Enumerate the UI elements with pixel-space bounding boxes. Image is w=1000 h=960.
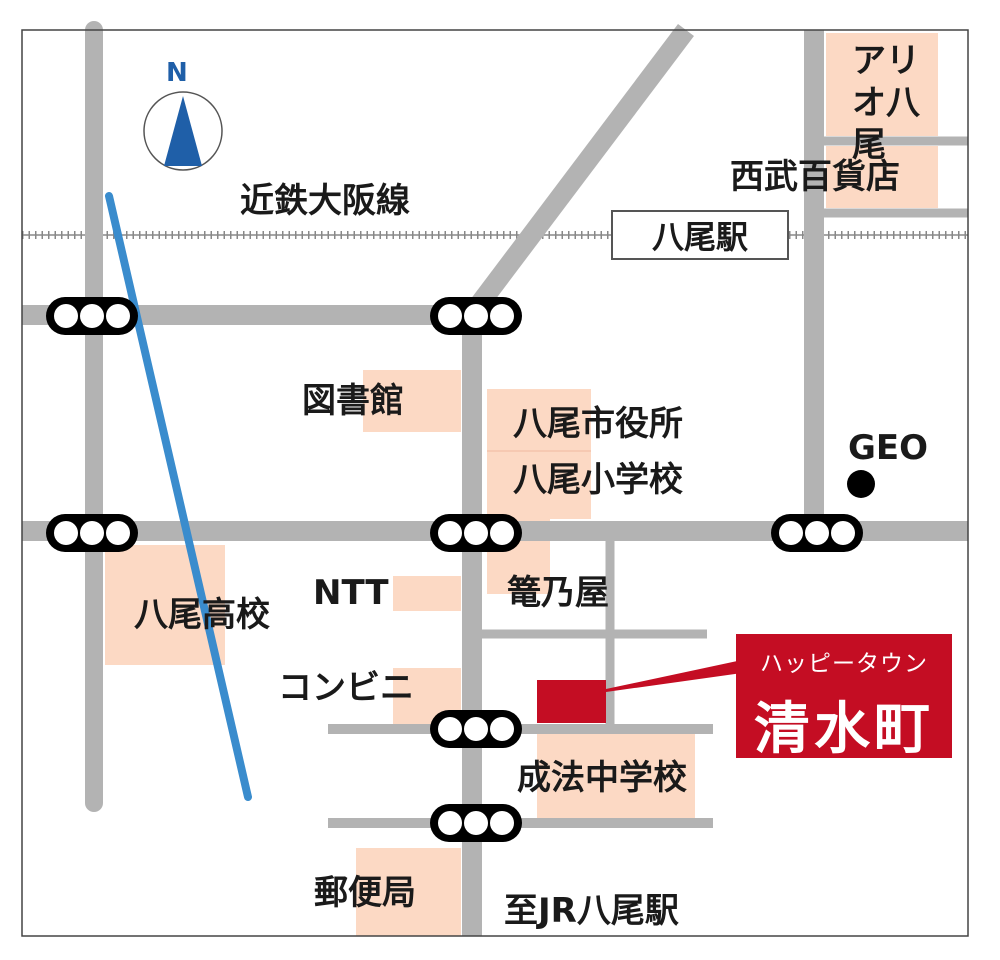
junior-high-block	[537, 732, 695, 818]
destination-title: 清水町	[754, 697, 934, 762]
callout-pointer	[606, 660, 742, 692]
high-school-label: 八尾高校	[134, 595, 270, 635]
railway-label: 近鉄大阪線	[240, 181, 410, 221]
traffic-signal-icon	[430, 297, 522, 335]
traffic-signal-icon	[46, 297, 138, 335]
location-dot-icon	[847, 470, 875, 498]
seibu-label: 西武百貨店	[730, 157, 900, 197]
city-hall-block	[487, 389, 591, 519]
post-office-block	[356, 848, 461, 936]
library-label: 図書館	[302, 381, 404, 421]
elementary-label: 八尾小学校	[513, 460, 683, 500]
traffic-signal-icon	[430, 710, 522, 748]
ario-block	[826, 33, 938, 136]
city-hall-label: 八尾市役所	[513, 404, 683, 444]
north-arrow-icon	[143, 91, 223, 171]
ario-label: アリオ八尾	[852, 41, 920, 165]
traffic-signal-icon	[430, 514, 522, 552]
library-block	[363, 370, 461, 432]
ntt-label: NTT	[313, 573, 389, 613]
junior-high-label: 成法中学校	[517, 758, 687, 798]
ntt-block	[393, 576, 461, 611]
destination-subtitle: ハッピータウン	[760, 651, 928, 677]
seibu-block	[826, 146, 938, 208]
target-property-block	[537, 680, 606, 723]
facility-blocks	[105, 33, 938, 936]
to-station-label: 至JR八尾駅	[504, 891, 679, 931]
traffic-signal-icon	[771, 514, 863, 552]
map-border	[21, 29, 969, 937]
kagonoya-label: 篭乃屋	[507, 573, 609, 613]
traffic-signal-icon	[430, 804, 522, 842]
destination-callout: ハッピータウン 清水町	[736, 634, 952, 762]
river	[105, 192, 252, 801]
post-office-label: 郵便局	[314, 873, 416, 913]
road-diagonal	[470, 23, 694, 313]
traffic-signal-icon	[46, 514, 138, 552]
geo-label: GEO	[848, 428, 929, 468]
compass-north-label: N	[166, 58, 188, 88]
station-label: 八尾駅	[611, 210, 789, 260]
convenience-label: コンビニ	[278, 668, 414, 708]
